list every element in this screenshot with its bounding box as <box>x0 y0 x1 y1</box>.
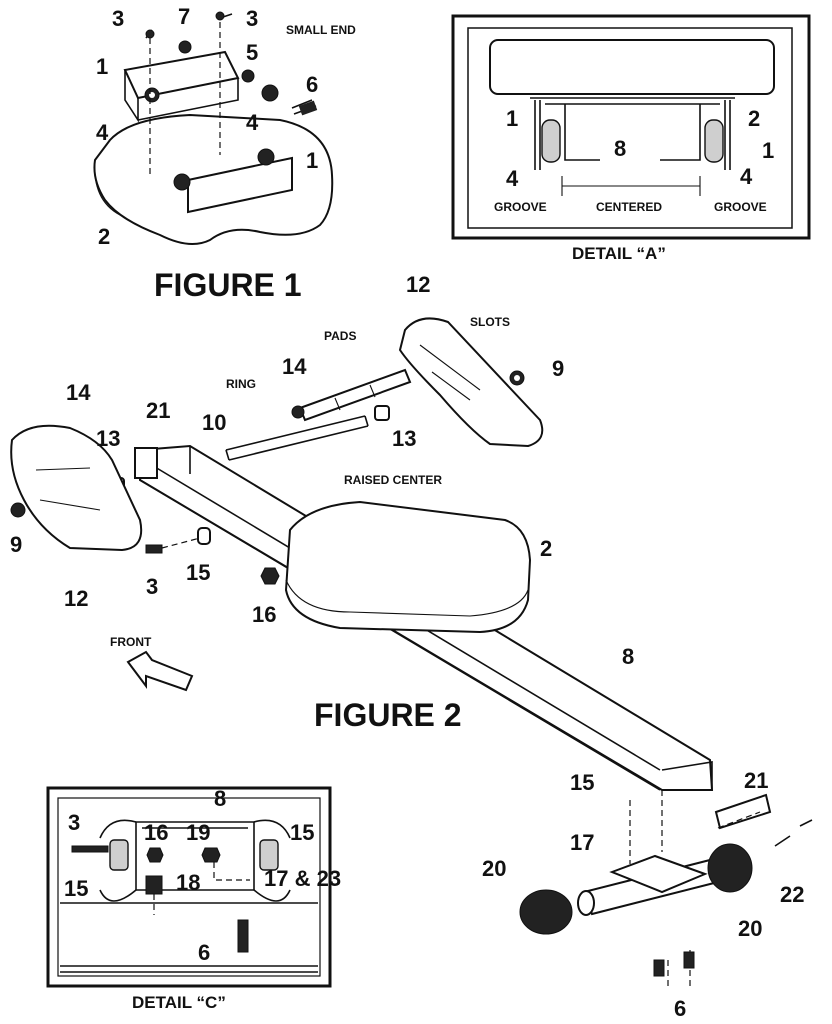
fig1-callout-1-lower: 1 <box>306 148 318 173</box>
fig1-callout-1-upper: 1 <box>96 54 108 79</box>
detail-c-panel <box>46 786 332 988</box>
detail-a-callout-2: 2 <box>748 106 760 131</box>
detail-c-title: DETAIL “C” <box>132 993 226 1012</box>
footrest-bar-part-10 <box>225 415 369 461</box>
fig2-callout-15-rear: 15 <box>570 770 594 795</box>
fig2-callout-14-upper: 14 <box>282 354 307 379</box>
detail-c-callout-15-right: 15 <box>290 820 314 845</box>
detail-a-rail-part-8 <box>564 104 701 161</box>
end-cap-part-20-left <box>519 889 573 935</box>
fig2-callout-21-rear: 21 <box>744 768 768 793</box>
fig2-callout-16: 16 <box>252 602 276 627</box>
detail-c-callout-8: 8 <box>214 786 226 811</box>
detail-a-label-groove-left: GROOVE <box>494 200 547 214</box>
mount-plate <box>609 854 708 894</box>
fig1-callout-2: 2 <box>98 224 110 249</box>
fig2-label-pads: PADS <box>324 329 356 343</box>
fig2-callout-22: 22 <box>780 882 804 907</box>
detail-a-callout-1-right: 1 <box>762 138 774 163</box>
figure-2-main-assembly <box>10 317 813 990</box>
fig2-callout-17: 17 <box>570 830 594 855</box>
detail-a-seat-part-2 <box>489 39 775 95</box>
strap-part-14-upper <box>298 368 412 422</box>
detail-c-callout-18: 18 <box>176 870 200 895</box>
fig2-label-ring: RING <box>226 377 256 391</box>
detail-a-callout-4-left: 4 <box>506 166 519 191</box>
front-arrow <box>126 650 194 692</box>
detail-c-callout-6: 6 <box>198 940 210 965</box>
end-cap-part-20-right <box>707 843 753 893</box>
fig2-label-raised-center: RAISED CENTER <box>344 473 442 487</box>
detail-a-title: DETAIL “A” <box>572 244 666 263</box>
fig1-callout-6: 6 <box>306 72 318 97</box>
fig1-callout-5: 5 <box>246 40 258 65</box>
fig2-callout-20-right: 20 <box>738 916 762 941</box>
fig1-callout-3-left: 3 <box>112 6 124 31</box>
figure-1-seat-assembly <box>93 11 334 245</box>
fig2-callout-12-right: 12 <box>406 272 430 297</box>
fig1-label-small-end: SMALL END <box>286 23 356 37</box>
detail-a-callout-1-left: 1 <box>506 106 518 131</box>
fig2-callout-21-front: 21 <box>146 398 170 423</box>
detail-a-callout-8: 8 <box>614 136 626 161</box>
detail-c-callout-15-left: 15 <box>64 876 88 901</box>
fig2-callout-9-right: 9 <box>552 356 564 381</box>
detail-c-callout-17-23: 17 & 23 <box>264 866 341 891</box>
fig2-callout-3: 3 <box>146 574 158 599</box>
fig1-callout-7: 7 <box>178 4 190 29</box>
detail-a-callout-4-right: 4 <box>740 164 753 189</box>
fig2-callout-20-left: 20 <box>482 856 506 881</box>
detail-c-callout-3: 3 <box>68 810 80 835</box>
foot-pedal-part-12-right <box>398 317 544 448</box>
fig1-callout-4-left: 4 <box>96 120 109 145</box>
fig1-callout-4-right: 4 <box>246 110 259 135</box>
fig2-callout-12-left: 12 <box>64 586 88 611</box>
fig2-callout-2: 2 <box>540 536 552 561</box>
fig2-callout-6: 6 <box>674 996 686 1021</box>
fig2-label-slots: SLOTS <box>470 315 510 329</box>
bracket-part-1-upper <box>123 50 240 100</box>
fig2-label-front: FRONT <box>110 635 152 649</box>
detail-c-callout-19: 19 <box>186 820 210 845</box>
fig1-callout-3-right: 3 <box>246 6 258 31</box>
end-plate-part-21-rear <box>714 793 772 830</box>
detail-a-panel <box>451 14 811 240</box>
fig2-callout-13-left: 13 <box>96 426 120 451</box>
detail-c-callout-16: 16 <box>144 820 168 845</box>
figure-1-title: FIGURE 1 <box>154 267 302 303</box>
bracket-part-1-lower <box>187 156 293 214</box>
fig2-callout-10: 10 <box>202 410 226 435</box>
fig2-callout-9-left: 9 <box>10 532 22 557</box>
fig2-callout-13-right: 13 <box>392 426 416 451</box>
fig2-callout-14-left: 14 <box>66 380 91 405</box>
seat-part-2 <box>284 500 532 634</box>
figure-2-title: FIGURE 2 <box>314 697 462 733</box>
detail-a-label-groove-right: GROOVE <box>714 200 767 214</box>
detail-a-label-centered: CENTERED <box>596 200 662 214</box>
fig2-callout-8: 8 <box>622 644 634 669</box>
foot-pedal-part-12-left <box>10 424 143 552</box>
fig2-callout-15-front: 15 <box>186 560 210 585</box>
